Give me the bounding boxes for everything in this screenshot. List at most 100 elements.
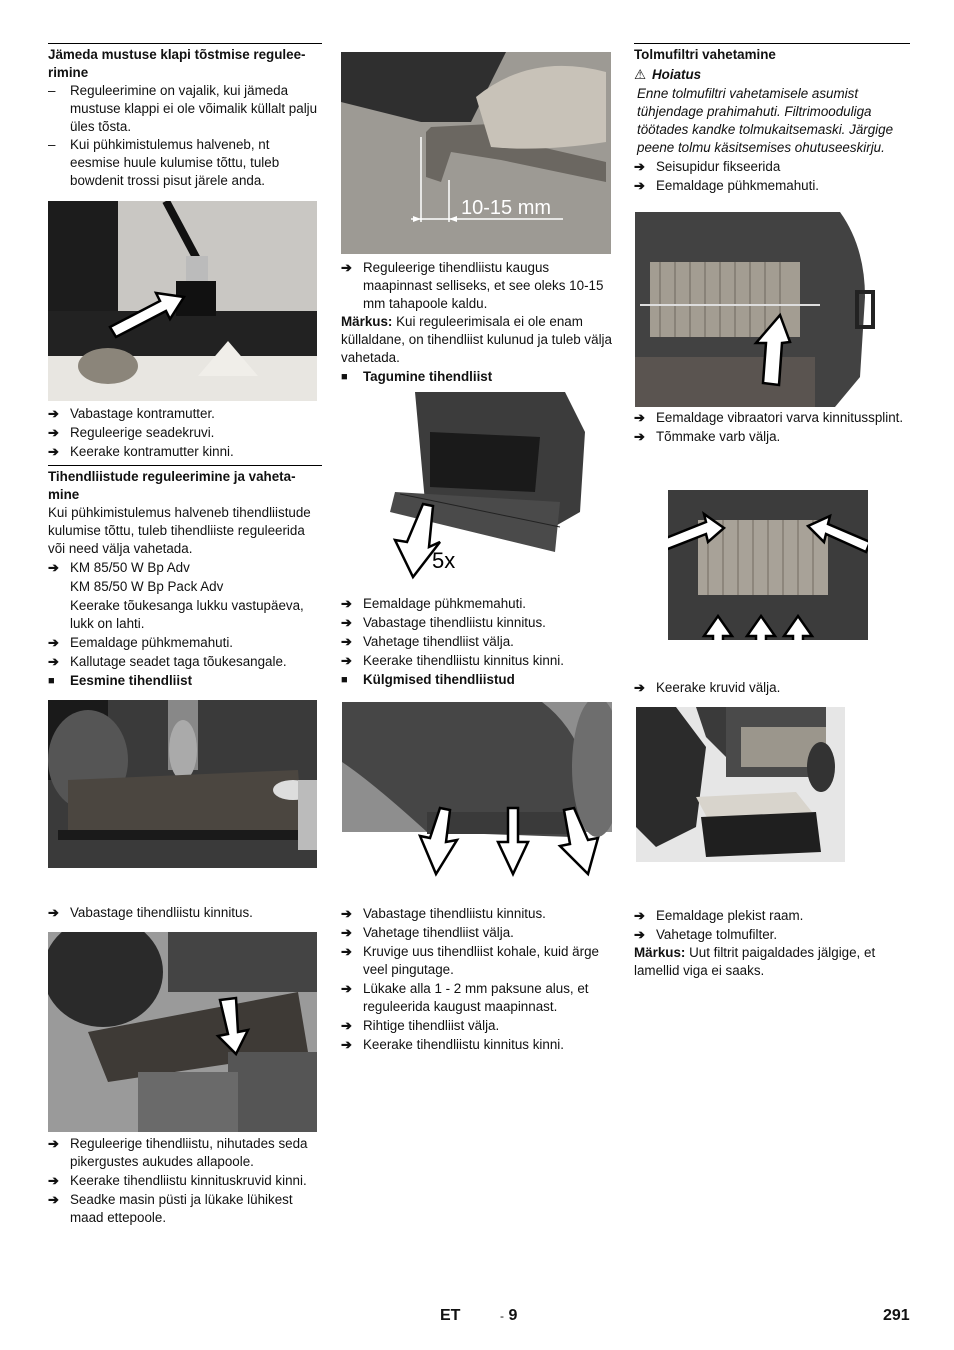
column-3-block-d: ➔ Eemaldage plekist raam. ➔Vahetage tolmu…: [634, 906, 910, 980]
section-heading-coarse-dirt-flap: Jämeda mustuse klapi tõstmise regulee- r…: [48, 43, 322, 82]
step-text: Vahetage tihendliist välja.: [363, 925, 514, 940]
arrow-right-icon: ➔: [634, 178, 645, 193]
step-item: ➔ Vabastage tihendliistu kinnitus.: [341, 614, 613, 632]
step-item: ➔Rihtige tihendliist välja.: [341, 1017, 613, 1035]
step-text: Keerake kontramutter kinni.: [70, 444, 234, 459]
subsection-heading: ■ Külgmised tihendliistud: [341, 671, 613, 689]
square-bullet-icon: ■: [341, 371, 348, 383]
step-text: Lükake alla 1 - 2 mm paksune alus, et re…: [363, 981, 589, 1014]
subsection-heading: ■ Eesmine tihendliist: [48, 672, 322, 690]
step-item: ➔ Tõmmake varb välja.: [634, 428, 910, 446]
arrow-right-icon: ➔: [341, 634, 352, 649]
arrow-right-icon: ➔: [341, 653, 352, 668]
intro-paragraph: Kui pühkimistulemus halveneb tihendliist…: [48, 505, 311, 556]
column-3-block-c: ➔ Keerake kruvid välja.: [634, 678, 910, 697]
arrow-right-icon: ➔: [48, 635, 59, 650]
step-item: ➔ Keerake tihendliistu kinnitus kinni.: [341, 1036, 613, 1054]
step-item: ➔Eemaldage pühkmemahuti.: [634, 177, 910, 195]
step-text: Keerake tihendliistu kinnitus kinni.: [363, 653, 564, 668]
arrow-right-icon: ➔: [341, 1018, 352, 1033]
arrow-right-icon: ➔: [341, 944, 352, 959]
note-paragraph: Märkus: Kui reguleerimisala ei ole enam …: [341, 313, 613, 367]
section-heading-dust-filter: Tolmufiltri vahetamine: [634, 43, 910, 64]
step-item: ➔ Eemaldage plekist raam.: [634, 907, 910, 925]
model-name: KM 85/50 W Bp Adv: [70, 560, 190, 575]
step-text: Tõmmake varb välja.: [656, 429, 781, 444]
arrow-right-icon: ➔: [341, 1037, 352, 1052]
column-2-block-a: ➔Reguleerige tihendliistu kaugus maapinn…: [341, 258, 613, 386]
square-bullet-icon: ■: [48, 675, 55, 687]
section-heading-sealing-strips: Tihendliistude reguleerimine ja vaheta- …: [48, 465, 322, 504]
warning-title: Hoiatus: [652, 67, 702, 82]
image-count-label: 5x: [432, 548, 455, 573]
step-item: ➔ Vahetage tihendliist välja.: [341, 633, 613, 651]
step-text: Eemaldage pühkmemahuti.: [70, 635, 234, 650]
arrow-right-icon: ➔: [634, 927, 645, 942]
subsection-text: Külgmised tihendliistud: [363, 672, 515, 687]
step-item: ➔Vahetage tolmufilter.: [634, 926, 910, 944]
step-text: Vabastage kontramutter.: [70, 406, 215, 421]
column-1: Jämeda mustuse klapi tõstmise regulee- r…: [48, 43, 322, 190]
list-text: Reguleerimine on vajalik, kui jämeda mus…: [70, 83, 318, 134]
heading-line: Tihendliistude reguleerimine ja vaheta-: [48, 469, 296, 484]
step-text: Kallutage seadet taga tõukesangale.: [70, 654, 287, 669]
arrow-right-icon: ➔: [634, 429, 645, 444]
heading-line: mine: [48, 487, 80, 502]
arrow-right-icon: ➔: [48, 560, 59, 575]
step-text: Kruvige uus tihendliist kohale, kuid ärg…: [363, 944, 599, 977]
warning-heading: ⚠Hoiatus: [634, 66, 910, 84]
dash-bullet: –: [48, 137, 56, 152]
column-1-step-b: ➔Vabastage tihendliistu kinnitus.: [48, 903, 322, 922]
photo-side-sealing-strips: [342, 702, 612, 877]
arrow-right-icon: ➔: [48, 425, 59, 440]
column-1-steps-a: ➔Vabastage kontramutter. ➔Reguleerige se…: [48, 404, 322, 690]
step-text: Keerake tihendliistu kinnitus kinni.: [363, 1037, 564, 1052]
square-bullet-icon: ■: [341, 674, 348, 686]
step-item: ➔Reguleerige seadekruvi.: [48, 424, 322, 442]
step-item: ➔Vabastage kontramutter.: [48, 405, 322, 423]
photo-filter-removal: [636, 707, 845, 862]
footer-language: ET: [440, 1307, 461, 1324]
arrow-right-icon: ➔: [634, 680, 645, 695]
heading-line: Jämeda mustuse klapi tõstmise regulee-: [48, 47, 306, 62]
step-text: Reguleerige tihendliistu, nihutades seda…: [70, 1136, 308, 1169]
arrow-right-icon: ➔: [48, 1192, 59, 1207]
step-text: Eemaldage plekist raam.: [656, 908, 804, 923]
arrow-right-icon: ➔: [341, 615, 352, 630]
list-item: –Reguleerimine on vajalik, kui jämeda mu…: [48, 82, 322, 136]
photo-vibrator-rod: [635, 207, 880, 407]
step-item: ➔Seadke masin püsti ja lükake lühikest m…: [48, 1191, 322, 1227]
subsection-heading: ■Tagumine tihendliist: [341, 368, 613, 386]
step-item: ➔ Reguleerige tihendliistu, nihutades sed…: [48, 1135, 322, 1171]
step-item: ➔ KM 85/50 W Bp Adv: [48, 559, 322, 577]
image-dimension-label: 10-15 mm: [461, 197, 551, 219]
arrow-right-icon: ➔: [634, 908, 645, 923]
arrow-right-icon: ➔: [48, 905, 59, 920]
step-item: ➔Seisupidur fikseerida: [634, 158, 910, 176]
column-2-block-b: ➔ Eemaldage pühkmemahuti. ➔ Vabastage tihe…: [341, 594, 613, 689]
arrow-right-icon: ➔: [48, 1136, 59, 1151]
step-text: Vahetage tihendliist välja.: [363, 634, 514, 649]
footer-section-page: - 9: [500, 1307, 518, 1324]
note-text: Uut filtrit paigaldades jälgige, et lame…: [634, 945, 876, 978]
photo-adjust-front-strip: [48, 932, 317, 1132]
subsection-text: Eesmine tihendliist: [70, 673, 193, 688]
step-text: Keerake kruvid välja.: [656, 680, 781, 695]
step-item: ➔Vahetage tihendliist välja.: [341, 924, 613, 942]
step-item: ➔ Keerake kruvid välja.: [634, 679, 910, 697]
step-item: ➔ Eemaldage pühkmemahuti.: [48, 634, 322, 652]
step-text: Eemaldage vibraatori varva kinnitussplin…: [656, 410, 904, 425]
arrow-right-icon: ➔: [634, 159, 645, 174]
step-item: ➔Keerake tihendliistu kinnituskruvid kin…: [48, 1172, 322, 1190]
note-label: Märkus:: [634, 945, 686, 960]
step-text: Vabastage tihendliistu kinnitus.: [363, 906, 546, 921]
dash-bullet: –: [48, 83, 56, 98]
step-text: Eemaldage pühkmemahuti.: [363, 596, 527, 611]
arrow-right-icon: ➔: [341, 981, 352, 996]
list-text: Kui pühkimistulemus halveneb, nt eesmise…: [70, 137, 280, 188]
step-text: Vabastage tihendliistu kinnitus.: [363, 615, 546, 630]
photo-front-sealing-strip: [48, 700, 317, 868]
photo-strip-distance-10-15mm: 10-15 mm: [341, 52, 611, 254]
warning-text: Enne tolmufiltri vahetamisele asumist tü…: [637, 86, 894, 155]
note-label: Märkus:: [341, 314, 393, 329]
